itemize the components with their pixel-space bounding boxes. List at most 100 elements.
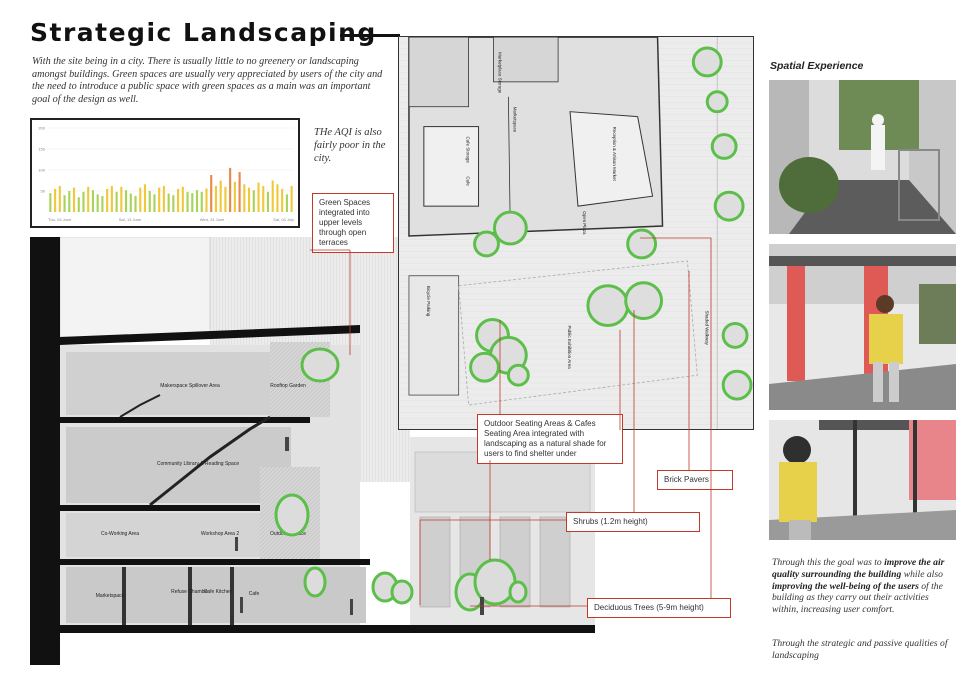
- aqi-x-tick-label: Sat, 13 June: [119, 217, 142, 222]
- label-cafe: Cafe: [249, 591, 260, 597]
- aqi-bar: [195, 190, 199, 212]
- aqi-bar: [257, 182, 260, 212]
- aqi-bar: [143, 184, 147, 212]
- label-refuse-chamber: Refuse Chamber: [171, 589, 209, 595]
- aqi-x-tick-label: Wed, 24 June: [200, 217, 225, 222]
- intro-paragraph: With the site being in a city. There is …: [32, 56, 383, 105]
- aqi-bar: [271, 180, 274, 212]
- aqi-bar: [262, 185, 265, 212]
- section-trees: [274, 347, 528, 612]
- goal-text-3: of the building as they carry out their …: [772, 580, 943, 616]
- callout-green-spaces-text: Green Spaces integrated into upper level…: [319, 198, 371, 247]
- callout-brick-pavers-text: Brick Pavers: [664, 475, 709, 484]
- aqi-bar: [252, 190, 255, 212]
- label-community-library: Community Library & Reading Space: [157, 461, 239, 467]
- site-plan-drawing: Marketplace Storage Marketspace Cafe Sto…: [398, 36, 754, 430]
- goal-text-1: Through this the goal was to: [772, 557, 885, 568]
- aqi-y-tick-label: 150: [38, 147, 45, 152]
- aqi-bar: [247, 187, 251, 212]
- aqi-bar: [167, 193, 170, 212]
- aqi-bar: [110, 185, 113, 212]
- plan-label-bike-parking: Bicycle Parking: [426, 286, 431, 317]
- label-coworking: Co-Working Area: [101, 531, 139, 537]
- label-workshop: Workshop Area 2: [201, 531, 239, 537]
- section-cut-wall: [30, 237, 60, 665]
- aqi-bar: [229, 167, 232, 212]
- aqi-bar: [120, 186, 123, 212]
- aqi-bar: [96, 194, 99, 212]
- aqi-bar: [77, 197, 80, 212]
- aqi-bar: [285, 194, 288, 212]
- aqi-x-tick-label: Sat, 04 July: [273, 217, 294, 222]
- aqi-bar: [266, 191, 270, 212]
- aqi-y-tick-label: 100: [38, 168, 45, 173]
- aqi-bar: [54, 188, 57, 212]
- aqi-bar: [91, 190, 95, 212]
- page-title: Strategic Landscaping: [30, 18, 377, 47]
- callout-green-spaces: Green Spaces integrated into upper level…: [312, 193, 394, 253]
- aqi-bar: [243, 184, 246, 212]
- aqi-bar: [148, 191, 151, 212]
- aqi-bar: [181, 186, 184, 212]
- aqi-bar: [200, 191, 203, 212]
- goal-emphasis-wellbeing: improving the well-being of the users: [772, 580, 919, 592]
- render-corridor: [769, 80, 956, 234]
- callout-shrubs: Shrubs (1.2m height): [566, 512, 700, 532]
- label-cafe-kitchen: Cafe Kitchen: [204, 589, 233, 595]
- aqi-bars: [49, 167, 293, 212]
- plan-label-shaded-walkway: Shaded Walkway: [704, 311, 709, 346]
- aqi-bar: [134, 196, 137, 212]
- plan-label-public-exhibition: Public Exhibition Area: [567, 325, 572, 369]
- aqi-bar: [186, 191, 189, 212]
- aqi-bar: [290, 185, 293, 212]
- aqi-bar: [158, 187, 161, 212]
- aqi-bar: [205, 188, 208, 212]
- plan-label-open-plaza: Open Plaza: [582, 211, 587, 235]
- goal-text-2: while also: [901, 568, 943, 580]
- aqi-x-tick-label: Thu, 04 June: [48, 217, 72, 222]
- aqi-note: THe AQI is also fairly poor in the city.: [314, 127, 386, 164]
- aqi-bar: [219, 180, 222, 212]
- aqi-bar: [153, 194, 156, 212]
- aqi-bar: [106, 188, 109, 212]
- spatial-experience-title: Spatial Experience: [770, 60, 864, 72]
- goal-paragraph-2: Through the strategic and passive qualit…: [772, 638, 948, 661]
- callout-shrubs-text: Shrubs (1.2m height): [573, 517, 648, 526]
- plan-label-marketspace: Marketspace: [512, 107, 517, 133]
- render-plaza: [769, 244, 956, 410]
- label-makerspace-spillover: Makerspace Spillover Area: [160, 383, 220, 389]
- callout-brick-pavers: Brick Pavers: [657, 470, 733, 490]
- aqi-y-tick-label: 200: [38, 126, 45, 131]
- goal-emphasis-air-quality: improve the air quality surrounding the …: [772, 557, 945, 580]
- label-rooftop-garden: Rooftop Garden: [270, 383, 306, 389]
- aqi-bar: [115, 191, 118, 212]
- aqi-bar: [224, 186, 227, 212]
- aqi-bar: [49, 193, 52, 212]
- plan-label-cafe: Cafe: [466, 176, 471, 186]
- aqi-bar: [233, 181, 236, 212]
- plan-trees: [469, 46, 753, 401]
- callout-outdoor-seating: Outdoor Seating Areas & Cafes Seating Ar…: [477, 414, 623, 464]
- goal-paragraph: Through this the goal was to improve the…: [772, 557, 957, 616]
- aqi-bar: [101, 196, 104, 212]
- label-marketspace: Marketspace: [96, 593, 125, 599]
- aqi-bar: [191, 193, 194, 212]
- aqi-bar: [238, 172, 241, 212]
- aqi-bar: [139, 187, 142, 212]
- aqi-bar: [177, 188, 180, 212]
- aqi-bar: [276, 184, 279, 212]
- render-ground-level: [769, 420, 956, 540]
- building-section-drawing: Makerspace Spillover Area Rooftop Garden…: [30, 237, 595, 665]
- aqi-bar: [210, 175, 213, 212]
- plan-label-marketplace-storage: Marketplace Storage: [497, 52, 502, 94]
- callout-trees-text: Deciduous Trees (5-9m height): [594, 603, 704, 612]
- callout-outdoor-seating-text: Outdoor Seating Areas & Cafes Seating Ar…: [484, 419, 607, 458]
- aqi-bar: [87, 186, 90, 212]
- aqi-x-ticks: Thu, 04 June Sat, 13 June Wed, 24 June Sat,…: [48, 217, 294, 222]
- aqi-bar: [63, 195, 66, 212]
- title-rule: [340, 34, 400, 37]
